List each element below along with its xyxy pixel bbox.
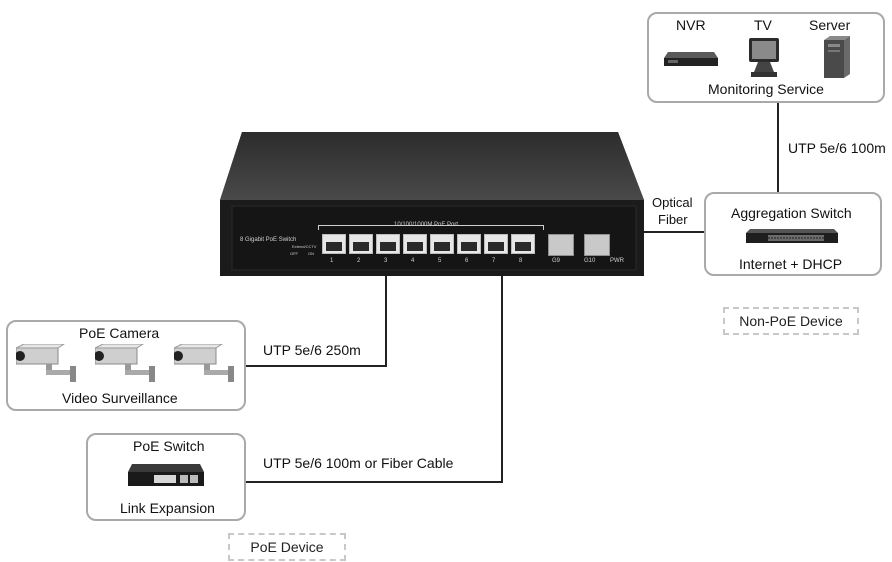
switch-off-label: OFF [290, 251, 298, 256]
port-number-label: 1 [330, 258, 334, 264]
switch-body-icon [220, 132, 644, 276]
switch-on-label: ON [308, 251, 314, 256]
ethernet-port [430, 234, 454, 254]
camera-icon [95, 344, 155, 382]
camera-link-label: UTP 5e/6 250m [263, 342, 361, 358]
sfp-port-label: G9 [552, 258, 561, 264]
port-number-label: 5 [438, 258, 442, 264]
tv-icon [749, 38, 779, 77]
ethernet-port [511, 234, 535, 254]
aggregation-switch-icon [746, 229, 838, 243]
sfp-port [548, 234, 574, 256]
poe-legend: PoE Device [228, 533, 346, 561]
expansion-link-label: UTP 5e/6 100m or Fiber Cable [263, 455, 454, 471]
main-poe-switch: 8 Gigabit PoE Switch Extend/CCTV OFF ON … [218, 130, 646, 280]
nvr-label: NVR [676, 17, 706, 33]
camera-link-line [244, 276, 387, 367]
poe-switch-icon [128, 464, 204, 486]
optical-fiber-label-line2: Fiber [658, 212, 688, 227]
sfp-port [584, 234, 610, 256]
server-icon [824, 36, 850, 78]
ethernet-port [322, 234, 346, 254]
poe-switch-subtitle: Link Expansion [120, 500, 215, 516]
port-number-label: 3 [384, 258, 388, 264]
port-number-label: 6 [465, 258, 469, 264]
camera-subtitle: Video Surveillance [62, 390, 178, 406]
port-number-label: 7 [492, 258, 496, 264]
power-led-label: PWR [610, 258, 624, 264]
ethernet-port [376, 234, 400, 254]
poe-switch-box [86, 433, 246, 521]
port-header-bracket [318, 225, 544, 230]
non-poe-legend: Non-PoE Device [723, 307, 859, 335]
nvr-icon [664, 52, 718, 66]
sfp-port-label: G10 [584, 258, 596, 264]
port-number-label: 4 [411, 258, 415, 264]
ethernet-port [349, 234, 373, 254]
aggregation-title: Aggregation Switch [731, 205, 852, 221]
monitor-link-label: UTP 5e/6 100m [788, 140, 886, 156]
server-label: Server [809, 17, 851, 33]
poe-switch-title: PoE Switch [133, 438, 205, 454]
ethernet-port [457, 234, 481, 254]
camera-icon [174, 344, 234, 382]
camera-icon [16, 344, 76, 382]
aggregation-subtitle: Internet + DHCP [739, 256, 843, 272]
optical-fiber-label-line1: Optical [652, 195, 693, 210]
ethernet-port [484, 234, 508, 254]
camera-title: PoE Camera [79, 325, 160, 341]
port-number-label: 8 [519, 258, 523, 264]
port-number-label: 2 [357, 258, 361, 264]
switch-brand-label: 8 Gigabit PoE Switch [240, 237, 297, 243]
switch-extend-label: Extend/CCTV [292, 244, 317, 249]
tv-label: TV [754, 17, 772, 33]
expansion-link-line [246, 276, 503, 483]
monitoring-caption: Monitoring Service [708, 81, 824, 97]
ethernet-port [403, 234, 427, 254]
